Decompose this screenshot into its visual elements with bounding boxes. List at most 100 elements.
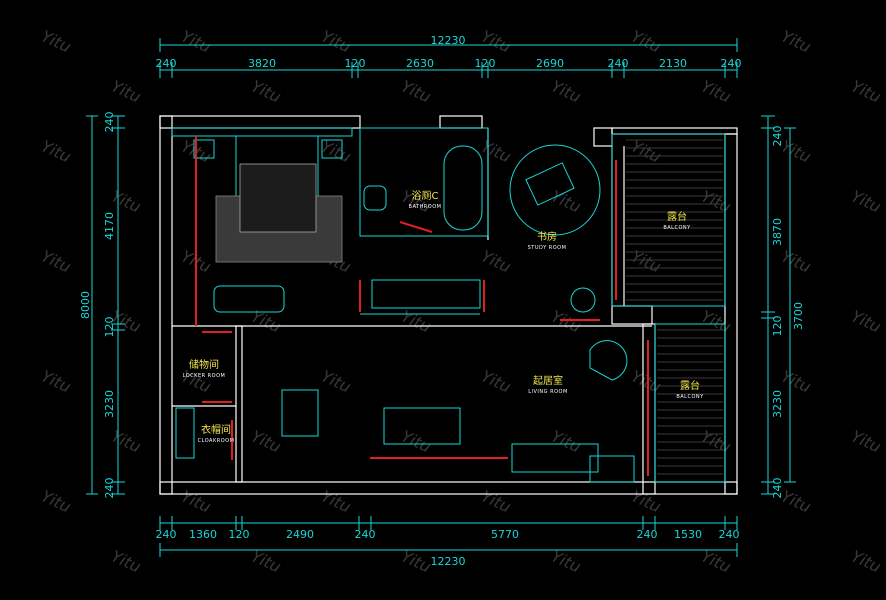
watermark-text: Yitu	[548, 76, 584, 106]
watermark-text: Yitu	[548, 546, 584, 576]
dim-bottom-3: 120	[229, 528, 250, 541]
dim-top-9: 240	[721, 57, 742, 70]
dim-left-3: 120	[103, 317, 116, 338]
dim-bottom-6: 5770	[491, 528, 519, 541]
watermark-text: Yitu	[108, 76, 144, 106]
dim-right-3: 120	[771, 316, 784, 337]
watermark-text: Yitu	[108, 546, 144, 576]
watermark-text: Yitu	[318, 136, 354, 166]
watermark-text: Yitu	[38, 246, 74, 276]
dim-top-5: 120	[475, 57, 496, 70]
rugs-and-beds	[215, 163, 343, 263]
dim-left-4: 3230	[103, 390, 116, 418]
balcony-decking	[626, 139, 723, 475]
dimension-labels: 12230 240 3820 120 2630 120 2690 240 213…	[79, 34, 805, 568]
room-bath-sub: BATHROOM	[409, 204, 442, 210]
dim-bottom-7: 240	[637, 528, 658, 541]
watermark-text: Yitu	[318, 366, 354, 396]
watermark-text: Yitu	[848, 306, 884, 336]
watermark-text: Yitu	[178, 26, 214, 56]
watermark-text: Yitu	[398, 306, 434, 336]
dim-bottom-5: 240	[355, 528, 376, 541]
watermark-text: Yitu	[478, 486, 514, 516]
dim-bottom-8: 1530	[674, 528, 702, 541]
watermark-text: Yitu	[248, 76, 284, 106]
room-study-name: 书房	[537, 230, 557, 243]
room-bath-name: 浴厕C	[412, 190, 439, 202]
watermark-text: Yitu	[848, 186, 884, 216]
red-accents	[195, 136, 649, 476]
watermark-text: Yitu	[548, 186, 584, 216]
dim-top-6: 2690	[536, 57, 564, 70]
furniture-linework	[171, 127, 726, 483]
room-living-name: 起居室	[533, 374, 563, 387]
dim-top-7: 240	[608, 57, 629, 70]
room-cloak-sub: CLOAKROOM	[198, 438, 235, 444]
watermark-text: Yitu	[628, 486, 664, 516]
dim-top-8: 2130	[659, 57, 687, 70]
dim-top-total: 12230	[431, 34, 466, 47]
dim-right-4: 3230	[771, 390, 784, 418]
watermark-text: Yitu	[478, 26, 514, 56]
room-storage-sub: LOCKER ROOM	[183, 373, 226, 379]
dim-bottom-2: 1360	[189, 528, 217, 541]
dimension-lines	[86, 38, 796, 557]
watermark-text: Yitu	[478, 136, 514, 166]
watermark-text: Yitu	[108, 186, 144, 216]
watermark-text: Yitu	[318, 486, 354, 516]
dim-right-1: 240	[771, 126, 784, 147]
watermark-text: Yitu	[478, 366, 514, 396]
room-storage-name: 储物间	[189, 358, 219, 371]
watermark-text: Yitu	[248, 306, 284, 336]
dim-top-4: 2630	[406, 57, 434, 70]
watermark-text: Yitu	[628, 26, 664, 56]
room-balcony-bottom-sub: BALCONY	[676, 394, 704, 400]
dim-bottom-1: 240	[156, 528, 177, 541]
watermark-text: Yitu	[38, 366, 74, 396]
watermark-text: Yitu	[478, 246, 514, 276]
watermark-text: Yitu	[848, 426, 884, 456]
dim-top-3: 120	[345, 57, 366, 70]
dim-left-5: 240	[103, 478, 116, 499]
watermark-text: Yitu	[848, 546, 884, 576]
dim-left-2: 4170	[103, 212, 116, 240]
dim-left-1: 240	[103, 112, 116, 133]
watermark-text: Yitu	[698, 546, 734, 576]
watermark-text: Yitu	[318, 26, 354, 56]
dim-top-2: 3820	[248, 57, 276, 70]
watermark-text: Yitu	[848, 76, 884, 106]
dim-bottom-9: 240	[719, 528, 740, 541]
watermark-text: Yitu	[248, 546, 284, 576]
watermark-text: Yitu	[248, 426, 284, 456]
watermark-text: Yitu	[398, 426, 434, 456]
room-balcony-bottom-name: 露台	[680, 379, 700, 392]
watermark-text: Yitu	[548, 426, 584, 456]
watermark-text: Yitu	[398, 546, 434, 576]
dim-right-5: 240	[771, 478, 784, 499]
watermark-text: Yitu	[38, 26, 74, 56]
watermark-text: Yitu	[778, 246, 814, 276]
watermark-text: Yitu	[698, 76, 734, 106]
dim-bottom-4: 2490	[286, 528, 314, 541]
watermark-text: Yitu	[698, 426, 734, 456]
watermark-text: Yitu	[398, 76, 434, 106]
watermark-text: Yitu	[628, 136, 664, 166]
dim-right-2: 3870	[771, 218, 784, 246]
room-labels: 浴厕C BATHROOM 书房 STUDY ROOM 露台 BALCONY 露台…	[183, 190, 704, 444]
watermark-text: Yitu	[38, 486, 74, 516]
watermark-text: Yitu	[628, 246, 664, 276]
watermark-text: Yitu	[698, 306, 734, 336]
watermark-text: Yitu	[108, 426, 144, 456]
watermark-text: Yitu	[178, 486, 214, 516]
watermark-text: Yitu	[778, 26, 814, 56]
dim-left-total: 8000	[79, 291, 92, 319]
dim-bottom-total: 12230	[431, 555, 466, 568]
room-cloak-name: 衣帽间	[201, 423, 231, 436]
room-living-sub: LIVING ROOM	[528, 389, 568, 395]
watermark-text: Yitu	[628, 366, 664, 396]
room-study-sub: STUDY ROOM	[528, 245, 567, 251]
dim-top-1: 240	[156, 57, 177, 70]
room-balcony-top-name: 露台	[667, 210, 687, 223]
dim-right-b: 3700	[792, 302, 805, 330]
